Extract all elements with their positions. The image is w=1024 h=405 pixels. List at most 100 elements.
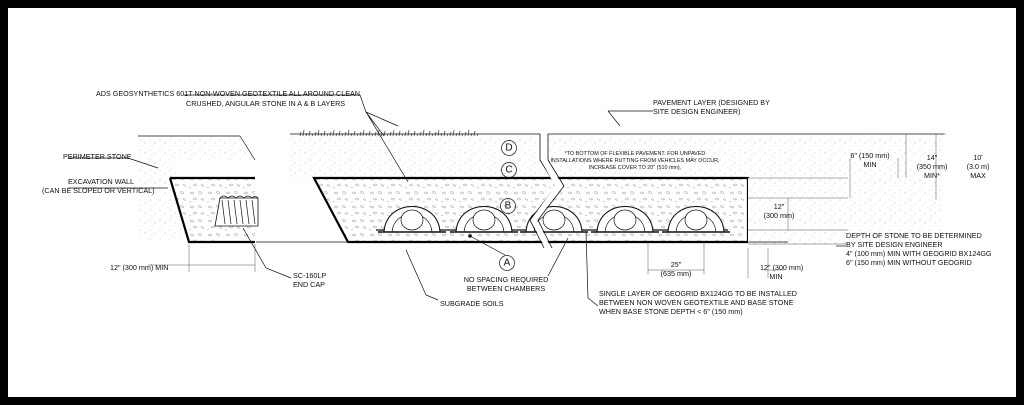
grass-blade <box>395 132 398 137</box>
grass-blade <box>311 133 314 137</box>
grass-blade <box>470 132 473 137</box>
cover-6-dim-2: MIN <box>863 160 876 169</box>
layer-b-label: B <box>505 201 512 212</box>
geogrid-label-3: WHEN BASE STONE DEPTH < 6" (150 mm) <box>599 307 743 316</box>
grass-blade <box>362 129 365 137</box>
no-spacing-label-2: BETWEEN CHAMBERS <box>467 284 545 293</box>
end-cap-label-2: END CAP <box>293 280 325 289</box>
dimension-lines <box>148 133 946 278</box>
grass-blade <box>317 129 320 137</box>
layer-d-label: D <box>505 143 512 154</box>
depth-label-4: 6" (150 mm) MIN WITHOUT GEOGRID <box>846 258 972 267</box>
chambers <box>378 206 730 233</box>
grass-blade <box>464 131 467 137</box>
cover-6-dim-1: 6" (150 mm) <box>850 151 889 160</box>
layer-a-label: A <box>504 258 511 269</box>
grass-blade <box>428 130 431 137</box>
grass-blade <box>299 131 302 137</box>
chamber <box>450 206 518 233</box>
grass-blade <box>440 132 443 137</box>
grass-blade <box>422 129 425 137</box>
grass-blade <box>398 130 401 137</box>
grass-blade <box>338 130 341 137</box>
drawing-sheet: D C B A ADS GEOSYNTHETICS 601T NON-WOVEN… <box>8 8 1016 397</box>
cover-10-dim-2: (3.0 m) <box>967 162 990 171</box>
depth-label-3: 4" (100 mm) MIN WITH GEOGRID BX124GG <box>846 249 992 258</box>
grass-blade <box>458 130 461 137</box>
chamber-height-1: 12" <box>774 202 785 211</box>
grass-blade <box>374 131 377 137</box>
grass-blade <box>365 132 368 137</box>
cover-14-dim-2: (350 mm) <box>917 162 948 171</box>
cover-10-dim-1: 10' <box>973 153 983 162</box>
grass-blade <box>446 133 449 137</box>
no-spacing-label-1: NO SPACING REQUIRED <box>464 275 549 284</box>
pavement-label-2: SITE DESIGN ENGINEER) <box>653 107 740 116</box>
pavement-surface <box>290 134 540 178</box>
grass-blade <box>353 130 356 137</box>
grass-blade <box>461 133 464 137</box>
cover-10-dim-3: MAX <box>970 171 986 180</box>
left-geotextile <box>168 176 255 244</box>
grass-blade <box>368 130 371 137</box>
spacing-dim-1: 25" <box>671 260 682 269</box>
grass-blade <box>305 132 308 137</box>
geogrid-label-1: SINGLE LAYER OF GEOGRID BX124GG TO BE IN… <box>599 289 797 298</box>
grass-blade <box>449 131 452 137</box>
layer-a-marker <box>499 255 515 271</box>
grass-blade <box>344 131 347 137</box>
layer-c-marker <box>501 162 517 178</box>
grass-blade <box>476 133 479 137</box>
end-cap-label-1: SC-160LP <box>293 271 326 280</box>
leaders <box>68 94 846 307</box>
depth-label-1: DEPTH OF STONE TO BE DETERMINED <box>846 231 982 240</box>
grass-blade <box>383 130 386 137</box>
labels: ADS GEOSYNTHETICS 601T NON-WOVEN GEOTEXT… <box>42 89 992 316</box>
grass-blade <box>371 133 374 137</box>
geotextile-label-1: ADS GEOSYNTHETICS 601T NON-WOVEN GEOTEXT… <box>96 89 360 98</box>
left-soil <box>138 136 255 240</box>
grass-blade <box>404 131 407 137</box>
grass-blade <box>356 133 359 137</box>
end-cap <box>214 195 259 227</box>
break-mask <box>531 134 563 248</box>
grass-blade <box>413 130 416 137</box>
break-line-2 <box>537 134 565 249</box>
layer-c-label: C <box>505 165 512 176</box>
grass-blade <box>455 132 458 137</box>
grass-blade <box>431 133 434 137</box>
layer-d-marker <box>501 140 517 156</box>
grass-blade <box>350 132 353 137</box>
grass-blade <box>359 131 362 137</box>
right-soil <box>748 178 944 244</box>
grass-blade <box>437 129 440 137</box>
pavement-label-1: PAVEMENT LAYER (DESIGNED BY <box>653 98 770 107</box>
geotextile-label-2: CRUSHED, ANGULAR STONE IN A & B LAYERS <box>186 99 345 108</box>
grass-blade <box>332 129 335 137</box>
grass-blade <box>443 130 446 137</box>
chamber-height-2: (300 mm) <box>764 211 795 220</box>
grass-blade <box>347 129 350 137</box>
grass-blade <box>341 133 344 137</box>
left-min-dim: 12" (300 mm) MIN <box>110 263 168 272</box>
cover-note-3: INCREASE COVER TO 20" (510 mm). <box>589 165 681 171</box>
right-min-dim-2: MIN <box>769 272 782 281</box>
depth-label-2: BY SITE DESIGN ENGINEER <box>846 240 943 249</box>
grass-blade <box>389 131 392 137</box>
excavation-label-2: (CAN BE SLOPED OR VERTICAL) <box>42 186 155 195</box>
layer-markers: D C B A <box>468 140 517 271</box>
cover-note-1: *TO BOTTOM OF FLEXIBLE PAVEMENT. FOR UNP… <box>565 151 706 157</box>
layer-b-marker <box>500 198 516 214</box>
grass-blade <box>314 131 317 137</box>
grass-blade <box>320 132 323 137</box>
grass-blade <box>392 129 395 137</box>
grass-blade <box>302 129 305 137</box>
grass-blade <box>425 132 428 137</box>
grass-blade <box>401 133 404 137</box>
geogrid-label-2: BETWEEN NON WOVEN GEOTEXTILE AND BASE ST… <box>599 298 794 307</box>
spacing-dim-2: (635 mm) <box>661 269 692 278</box>
chamber <box>662 206 730 233</box>
grass-blade <box>335 132 338 137</box>
grass-blade <box>467 129 470 137</box>
